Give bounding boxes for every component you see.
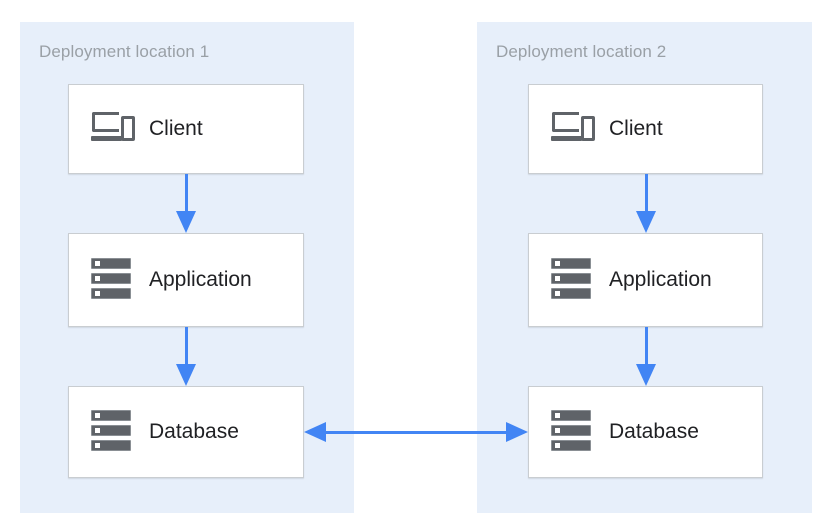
application-1-label: Application	[149, 268, 252, 291]
server-icon	[551, 410, 595, 454]
deployment-location-1-title: Deployment location 1	[39, 42, 210, 61]
arrow-client-2-to-application-2	[636, 174, 656, 233]
application-2-node[interactable]: Application	[528, 233, 763, 327]
database-1-label: Database	[149, 420, 239, 443]
server-icon	[551, 258, 595, 302]
arrowhead-right-icon	[506, 422, 528, 442]
arrow-client-1-to-application-1	[176, 174, 196, 233]
client-2-node[interactable]: Client	[528, 84, 763, 174]
deployment-location-2-title: Deployment location 2	[496, 42, 667, 61]
arrow-database-1-to-database-2-bidirectional	[304, 422, 528, 442]
client-2-label: Client	[609, 117, 663, 140]
arrow-application-2-to-database-2	[636, 327, 656, 386]
devices-icon	[91, 107, 135, 151]
database-2-label: Database	[609, 420, 699, 443]
devices-icon	[551, 107, 595, 151]
application-2-label: Application	[609, 268, 712, 291]
server-icon	[91, 258, 135, 302]
arrow-application-1-to-database-1	[176, 327, 196, 386]
database-1-node[interactable]: Database	[68, 386, 304, 478]
server-icon	[91, 410, 135, 454]
application-1-node[interactable]: Application	[68, 233, 304, 327]
database-2-node[interactable]: Database	[528, 386, 763, 478]
client-1-node[interactable]: Client	[68, 84, 304, 174]
client-1-label: Client	[149, 117, 203, 140]
arrowhead-left-icon	[304, 422, 326, 442]
arrow-stem	[324, 430, 508, 434]
